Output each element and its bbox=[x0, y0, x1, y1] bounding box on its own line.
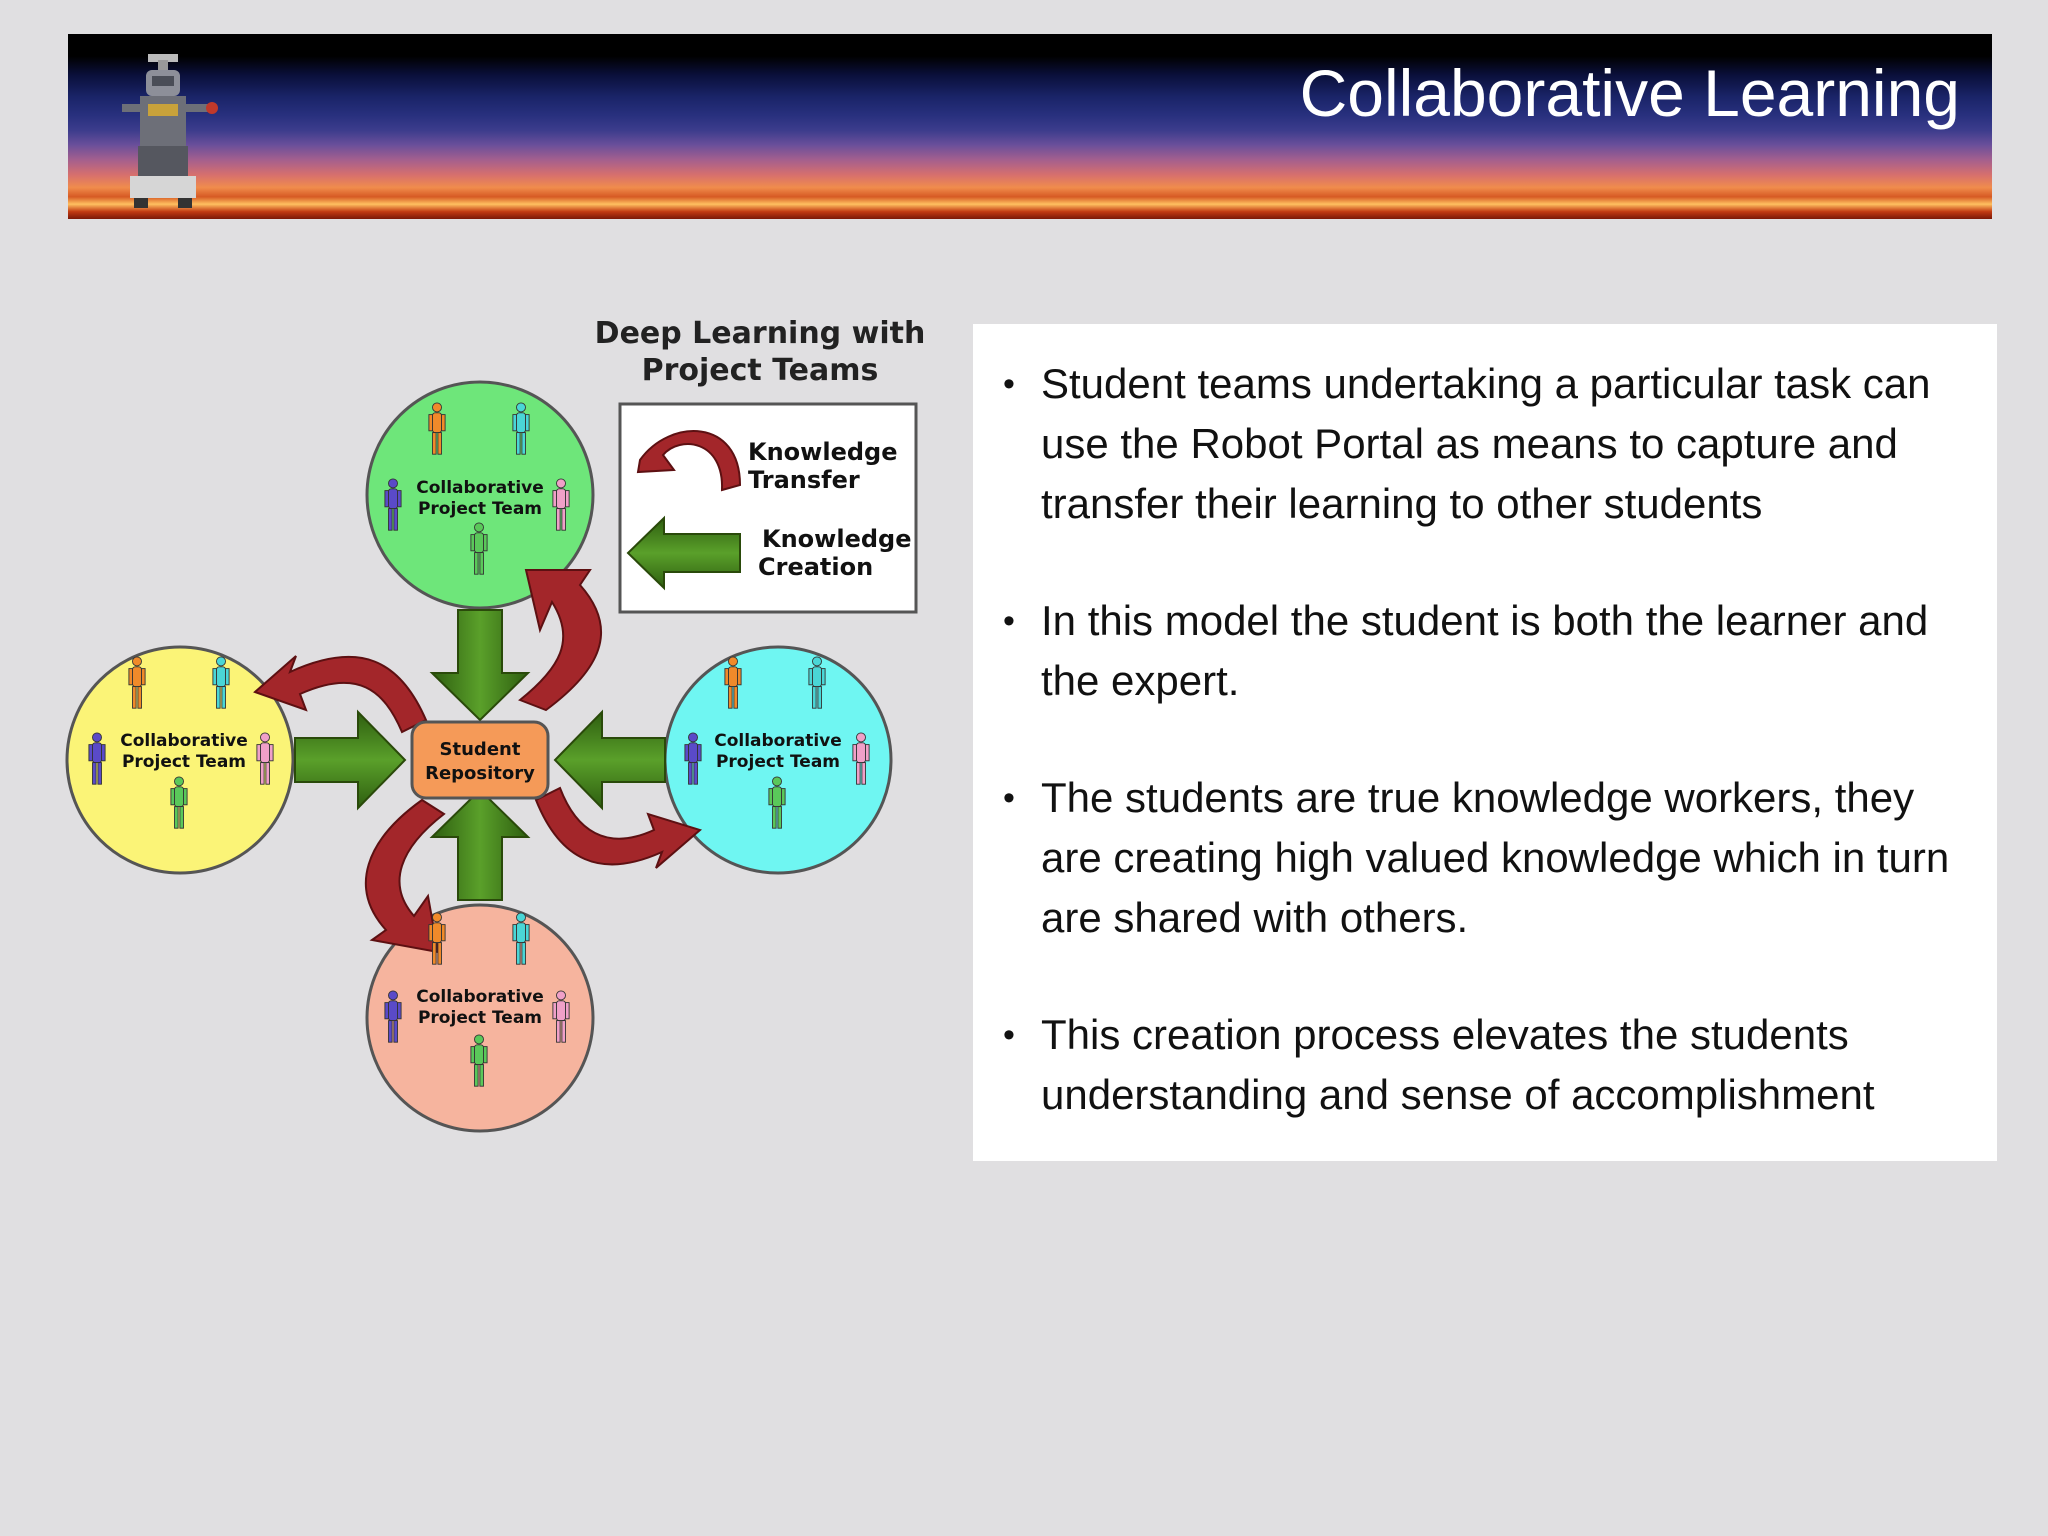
team-left-label-line1: Collaborative bbox=[120, 731, 248, 751]
bullet-panel: • Student teams undertaking a particular … bbox=[973, 324, 1997, 1161]
bullet-text: Student teams undertaking a particular t… bbox=[1041, 360, 1931, 527]
bullet-text: The students are true knowledge workers,… bbox=[1041, 774, 1950, 941]
creation-arrow-bottom bbox=[429, 788, 531, 901]
team-top-label-line1: Collaborative bbox=[416, 478, 544, 498]
legend-creation-line1: Knowledge bbox=[762, 525, 911, 553]
repository-line2: Repository bbox=[425, 763, 535, 784]
bullet-item: • The students are true knowledge workers… bbox=[1003, 768, 1977, 948]
transfer-arrow-to-right bbox=[534, 786, 703, 869]
team-circle-top bbox=[365, 380, 595, 610]
creation-arrow-right bbox=[553, 709, 666, 811]
bullet-icon: • bbox=[1003, 365, 1015, 403]
repository-line1: Student bbox=[440, 739, 521, 760]
team-bottom-label-line2: Project Team bbox=[418, 1008, 542, 1028]
bullet-list: • Student teams undertaking a particular … bbox=[1003, 354, 1977, 1125]
student-repository bbox=[410, 720, 550, 800]
deep-learning-diagram: Deep Learning with Project Teams Knowled… bbox=[65, 316, 926, 1133]
bullet-icon: • bbox=[1003, 602, 1015, 640]
diagram-title-line1: Deep Learning with bbox=[595, 316, 926, 351]
transfer-arrow-to-bottom bbox=[364, 798, 446, 954]
bullet-icon: • bbox=[1003, 1016, 1015, 1054]
bullet-text: This creation process elevates the stude… bbox=[1041, 1011, 1875, 1118]
transfer-arrow-to-left bbox=[253, 655, 428, 734]
knowledge-transfer-legend-arrow bbox=[636, 430, 742, 492]
creation-arrow-top bbox=[429, 609, 531, 722]
legend-box: Knowledge Transfer Knowledge Creation bbox=[618, 402, 918, 614]
knowledge-creation-legend-arrow bbox=[626, 515, 741, 591]
legend-transfer-line1: Knowledge bbox=[748, 438, 897, 466]
bullet-text: In this model the student is both the le… bbox=[1041, 597, 1929, 704]
title-banner: Collaborative Learning bbox=[68, 34, 1992, 219]
team-circle-left bbox=[65, 645, 295, 875]
creation-arrow-left bbox=[294, 709, 407, 811]
team-right-label-line2: Project Team bbox=[716, 752, 840, 772]
diagram-title-line2: Project Teams bbox=[642, 353, 879, 388]
team-circle-bottom bbox=[365, 903, 595, 1133]
team-right-label-line1: Collaborative bbox=[714, 731, 842, 751]
transfer-arrow-to-top bbox=[518, 569, 603, 712]
page-title: Collaborative Learning bbox=[1299, 56, 1960, 130]
robot-icon bbox=[122, 54, 218, 208]
bullet-item: • Student teams undertaking a particular … bbox=[1003, 354, 1977, 534]
legend-transfer-line2: Transfer bbox=[748, 466, 860, 494]
team-left-label-line2: Project Team bbox=[122, 752, 246, 772]
team-bottom-label-line1: Collaborative bbox=[416, 987, 544, 1007]
bullet-icon: • bbox=[1003, 779, 1015, 817]
legend-creation-line2: Creation bbox=[758, 553, 873, 581]
team-top-label-line2: Project Team bbox=[418, 499, 542, 519]
bullet-item: • This creation process elevates the stud… bbox=[1003, 1005, 1977, 1125]
bullet-item: • In this model the student is both the l… bbox=[1003, 591, 1977, 711]
